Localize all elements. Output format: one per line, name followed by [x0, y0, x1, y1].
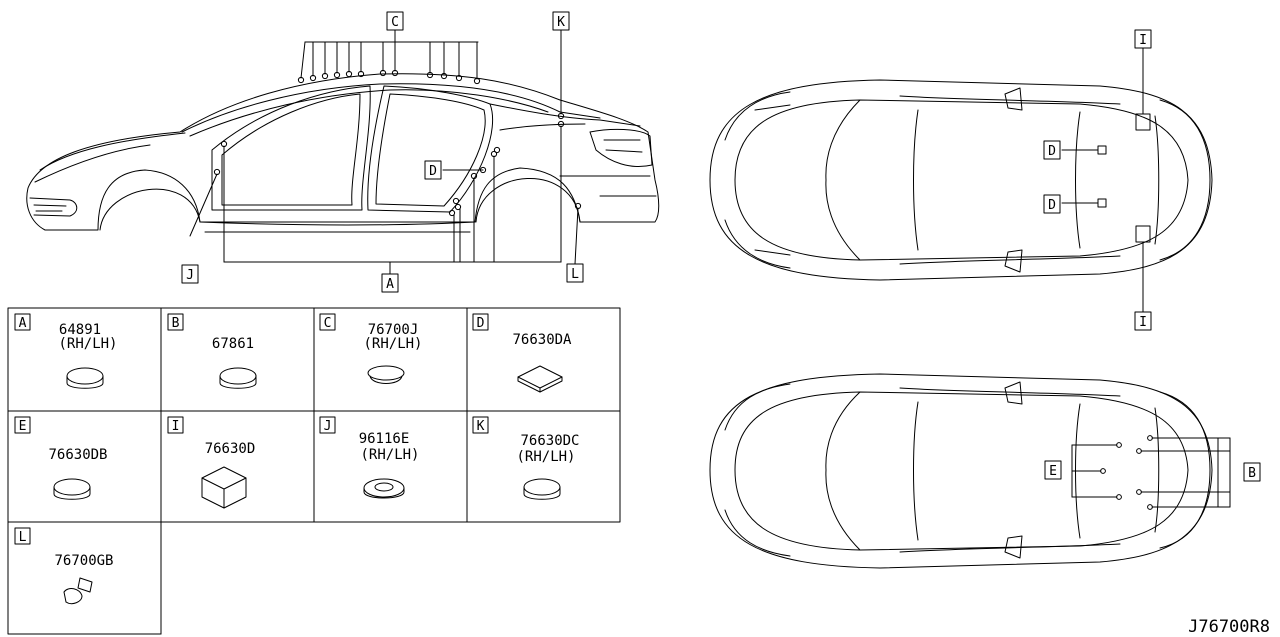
- part-sketch-k: [523, 478, 561, 500]
- part-j-side: (RH/LH): [360, 447, 419, 463]
- side-view-clip-markers: [213, 69, 582, 217]
- part-b-key: B: [172, 316, 180, 331]
- part-sketch-b: [219, 367, 257, 389]
- part-a-number: 64891: [59, 322, 101, 338]
- part-j-key: J: [324, 419, 332, 434]
- drawing-code: J76700R8: [1188, 617, 1270, 637]
- callout-b-bottom: B: [1248, 466, 1256, 481]
- callout-letters: C K D J A L I I D D E B: [186, 15, 1256, 481]
- part-sketch-d: [517, 365, 563, 393]
- callout-d-side: D: [429, 164, 437, 179]
- callout-c-side: C: [391, 15, 399, 30]
- part-i-number: 76630D: [205, 441, 256, 457]
- part-c-number: 76700J: [368, 322, 419, 338]
- callout-l-side: L: [571, 267, 579, 282]
- top-view-lower-leaders: [1071, 437, 1231, 508]
- callout-a-side: A: [386, 277, 394, 292]
- callout-i-top-lower: I: [1139, 315, 1147, 330]
- part-c-side: (RH/LH): [363, 336, 422, 352]
- top-view-upper-leaders: [1061, 47, 1144, 313]
- part-sketch-c: [367, 365, 405, 384]
- part-j-number: 96116E: [359, 431, 410, 447]
- callout-boxes: [14, 11, 1261, 545]
- part-i-key: I: [172, 419, 180, 434]
- top-view-upper-car: [709, 79, 1213, 281]
- part-a-key: A: [19, 316, 27, 331]
- part-d-number: 76630DA: [512, 332, 572, 348]
- part-sketch-j: [363, 478, 405, 499]
- part-d-key: D: [477, 316, 485, 331]
- callout-i-top-upper: I: [1139, 33, 1147, 48]
- part-k-key: K: [477, 419, 485, 434]
- side-view-car: [26, 73, 660, 233]
- callout-j-side: J: [186, 268, 194, 283]
- part-sketch-l: [63, 577, 93, 605]
- callout-d-top-upper: D: [1048, 144, 1056, 159]
- callout-k-side: K: [557, 15, 565, 30]
- part-e-key: E: [19, 419, 27, 434]
- part-sketch-a: [66, 367, 104, 389]
- part-l-number: 76700GB: [54, 553, 113, 569]
- side-view-leaders: [189, 29, 579, 275]
- callout-d-top-lower: D: [1048, 198, 1056, 213]
- callout-e-bottom: E: [1049, 464, 1057, 479]
- part-k-number: 76630DC: [520, 433, 579, 449]
- parts-table: A 64891 (RH/LH) B 67861 C 76700J (RH/LH)…: [19, 316, 580, 569]
- part-sketch-e: [53, 478, 91, 500]
- part-sketch-i: [201, 466, 247, 509]
- part-c-key: C: [324, 316, 332, 331]
- part-a-side: (RH/LH): [58, 336, 117, 352]
- parts-table-grid: [7, 307, 621, 635]
- top-view-lower-car: [709, 373, 1213, 569]
- part-k-side: (RH/LH): [516, 449, 575, 465]
- part-b-number: 67861: [212, 336, 254, 352]
- part-l-key: L: [19, 530, 27, 545]
- part-e-number: 76630DB: [48, 447, 107, 463]
